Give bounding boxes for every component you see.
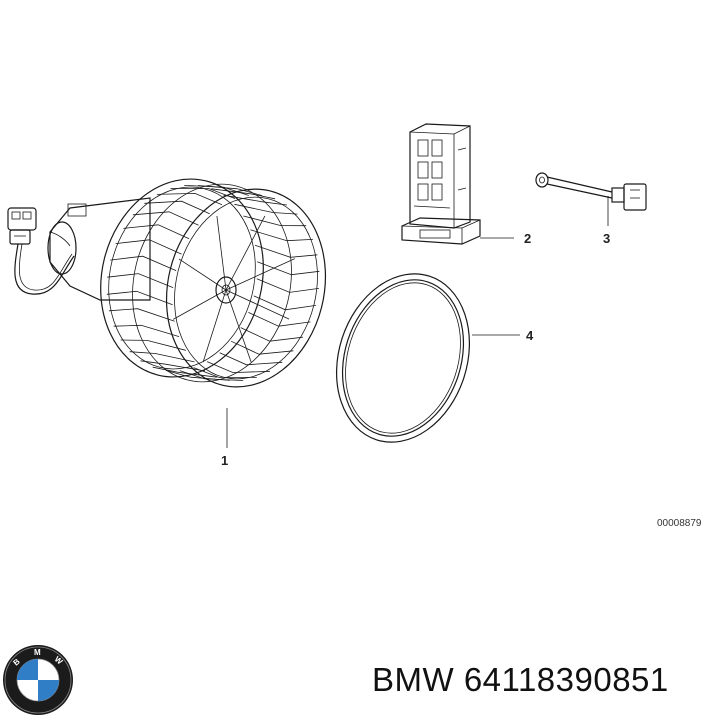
callout-1: 1	[221, 453, 228, 468]
fan-blade	[108, 308, 175, 322]
svg-text:W: W	[53, 655, 65, 667]
fan-spoke	[225, 289, 252, 363]
drawing-number: 00008879	[657, 518, 702, 529]
fan-blade	[257, 261, 320, 276]
fan-blade	[230, 340, 294, 355]
bmw-logo-icon: B M W	[3, 645, 73, 715]
fan-front-rim	[165, 188, 327, 388]
fan-blade	[129, 351, 195, 363]
fan-blade	[152, 366, 217, 378]
fan-blade	[219, 352, 283, 366]
fan-blade	[234, 203, 298, 215]
fan-blade	[211, 188, 276, 200]
fan-spoke	[178, 258, 227, 291]
fan-blade	[144, 200, 210, 215]
seal-ring-drawing	[335, 273, 471, 443]
motor-connector-plug	[7, 207, 37, 245]
caption-brand: BMW	[372, 661, 455, 698]
fan-blade	[110, 255, 177, 271]
fan-blade	[123, 224, 190, 240]
fan-blade	[256, 278, 319, 293]
fan-spoke	[202, 289, 227, 363]
blower-motor-drawing	[7, 178, 327, 388]
blower-resistor-drawing	[401, 123, 481, 245]
fan-spoke	[216, 215, 227, 291]
fan-blade	[132, 211, 199, 226]
fan-blade	[156, 192, 223, 206]
callout-3: 3	[603, 231, 610, 246]
fan-blade	[115, 239, 182, 255]
callout-4: 4	[526, 328, 534, 343]
fan-spoke	[225, 289, 290, 320]
wiring-harness-drawing	[535, 172, 647, 211]
fan-spoke	[173, 289, 227, 320]
fan-blade	[120, 339, 186, 351]
fan-blade	[165, 370, 230, 381]
fan-blade	[253, 295, 316, 311]
fan-rear-rim	[100, 178, 264, 378]
fan-spoke	[225, 258, 295, 291]
caption-part-number: 64118390851	[463, 661, 669, 698]
fan-blade	[106, 290, 173, 306]
fan-blade	[240, 327, 303, 342]
fan-blade	[254, 244, 318, 258]
fan-spoke	[225, 215, 266, 291]
fan-blade	[223, 194, 288, 206]
callout-2: 2	[524, 231, 531, 246]
fan-blade	[113, 324, 180, 337]
fan-spokes	[173, 215, 295, 363]
fan-blade	[243, 215, 307, 227]
fan-blade	[140, 360, 206, 372]
fan-hub	[215, 276, 237, 304]
motor-cable	[14, 243, 75, 295]
fan-blade	[107, 273, 174, 288]
svg-text:B: B	[12, 657, 22, 668]
fan-blades	[106, 185, 320, 381]
fan-blade	[206, 361, 271, 374]
svg-text:M: M	[34, 648, 41, 657]
part-caption: BMW 64118390851	[372, 661, 669, 699]
motor-housing	[47, 197, 151, 301]
